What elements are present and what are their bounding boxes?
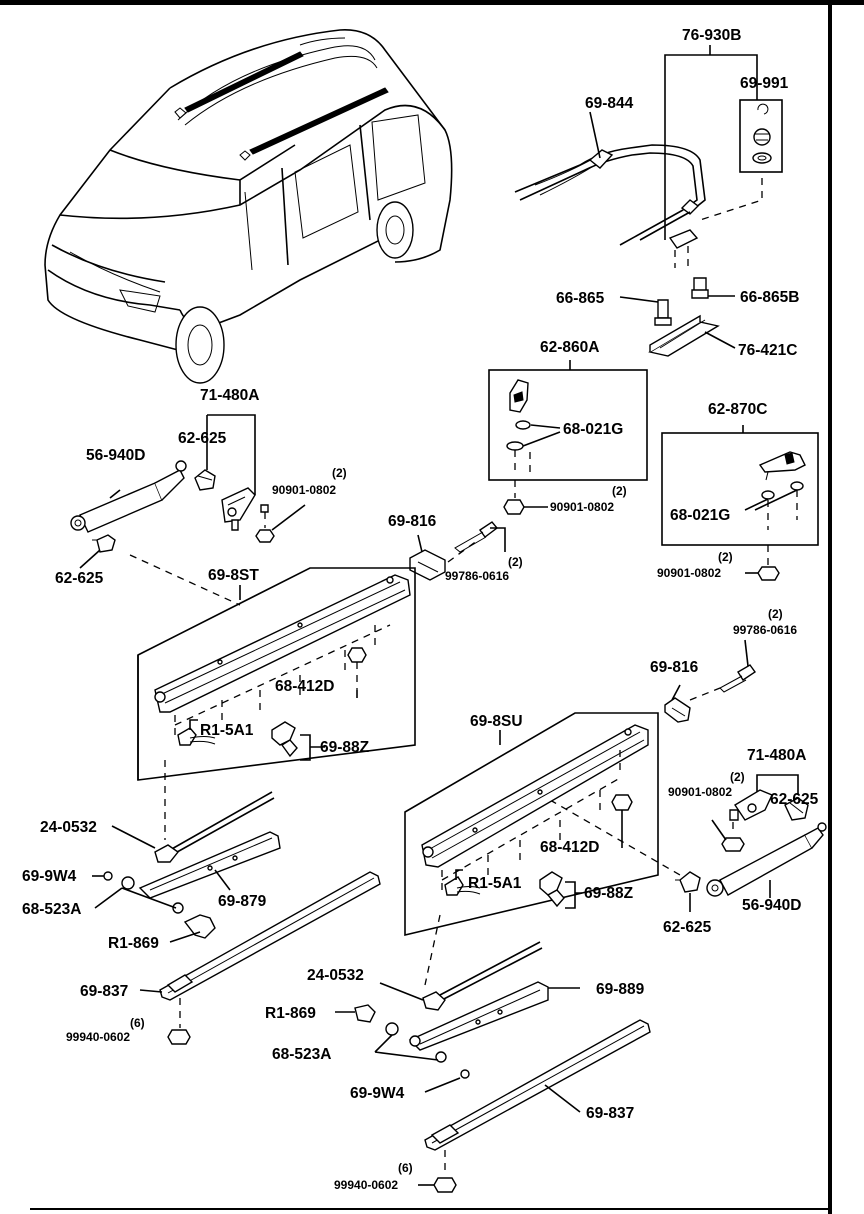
label-24-0532-a: 24-0532: [40, 819, 97, 836]
label-68-523A-a: 68-523A: [22, 901, 81, 918]
bracket-62-870C: [661, 425, 819, 581]
left-upper-damper: [70, 414, 306, 606]
qty-90901-a: (2): [612, 484, 627, 498]
qty-99786-a: (2): [508, 555, 523, 569]
label-90901-0802-b: 90901-0802: [657, 566, 721, 580]
label-69-991: 69-991: [740, 75, 789, 92]
van-illustration: [44, 29, 453, 384]
label-62-870C: 62-870C: [708, 401, 767, 418]
clip-69-816-right: [664, 639, 756, 723]
right-damper: [549, 774, 827, 912]
label-69-88Z-b: 69-88Z: [584, 885, 634, 902]
label-R1-869-a: R1-869: [108, 935, 159, 952]
rail-box-69-8ST: [137, 567, 416, 781]
right-border: [828, 0, 832, 1214]
label-69-889: 69-889: [596, 981, 645, 998]
label-62-625-c: 62-625: [770, 791, 819, 808]
label-69-837-a: 69-837: [80, 983, 128, 1000]
label-62-625-b: 62-625: [55, 570, 104, 587]
label-90901-0802-c: 90901-0802: [272, 483, 336, 497]
qty-90901-b: (2): [718, 550, 733, 564]
label-90901-0802-a: 90901-0802: [550, 500, 614, 514]
label-24-0532-b: 24-0532: [307, 967, 364, 984]
label-56-940D-b: 56-940D: [742, 897, 801, 914]
label-69-837-b: 69-837: [586, 1105, 634, 1122]
label-69-9W4-b: 69-9W4: [350, 1085, 405, 1102]
label-69-844: 69-844: [585, 95, 634, 112]
qty-99940-b: (6): [398, 1161, 413, 1175]
tube-assembly: [514, 45, 783, 268]
right-lower-parts: [335, 941, 651, 1193]
label-56-940D-a: 56-940D: [86, 447, 145, 464]
label-62-860A: 62-860A: [540, 339, 599, 356]
label-69-88Z-a: 69-88Z: [320, 739, 370, 756]
label-69-816-b: 69-816: [650, 659, 699, 676]
label-R1-869-b: R1-869: [265, 1005, 316, 1022]
label-71-480A-b: 71-480A: [747, 747, 806, 764]
label-99940-0602-b: 99940-0602: [334, 1178, 398, 1192]
label-68-021G-a: 68-021G: [563, 421, 623, 438]
clip-69-816-left: [409, 521, 506, 581]
label-66-865B: 66-865B: [740, 289, 799, 306]
label-71-480A-a: 71-480A: [200, 387, 259, 404]
qty-99940-a: (6): [130, 1016, 145, 1030]
bottom-border: [30, 1208, 828, 1210]
label-69-8ST: 69-8ST: [208, 567, 259, 584]
qty-90901-d: (2): [730, 770, 745, 784]
label-68-412D-a: 68-412D: [275, 678, 334, 695]
label-69-8SU: 69-8SU: [470, 713, 523, 730]
label-68-412D-b: 68-412D: [540, 839, 599, 856]
label-76-930B: 76-930B: [682, 27, 741, 44]
qty-99786-b: (2): [768, 607, 783, 621]
dashed-SU-down: [424, 914, 441, 986]
label-76-421C: 76-421C: [738, 342, 797, 359]
label-69-9W4-a: 69-9W4: [22, 868, 77, 885]
label-69-879: 69-879: [218, 893, 267, 910]
bracket-62-860A: [488, 360, 648, 515]
label-62-625-a: 62-625: [178, 430, 227, 447]
top-border: [0, 0, 864, 5]
label-66-865: 66-865: [556, 290, 605, 307]
label-62-625-d: 62-625: [663, 919, 712, 936]
label-90901-0802-d: 90901-0802: [668, 785, 732, 799]
qty-90901-c: (2): [332, 466, 347, 480]
label-R1-5A1-b: R1-5A1: [468, 875, 522, 892]
left-lower-parts: [92, 791, 381, 1045]
label-68-021G-b: 68-021G: [670, 507, 730, 524]
label-99786-0616-a: 99786-0616: [445, 569, 509, 583]
label-68-523A-b: 68-523A: [272, 1046, 331, 1063]
label-99940-0602-a: 99940-0602: [66, 1030, 130, 1044]
rail-box-69-8SU: [404, 712, 659, 937]
label-R1-5A1-a: R1-5A1: [200, 722, 254, 739]
label-99786-0616-b: 99786-0616: [733, 623, 797, 637]
label-69-816-a: 69-816: [388, 513, 437, 530]
top-fasteners: [619, 277, 736, 357]
